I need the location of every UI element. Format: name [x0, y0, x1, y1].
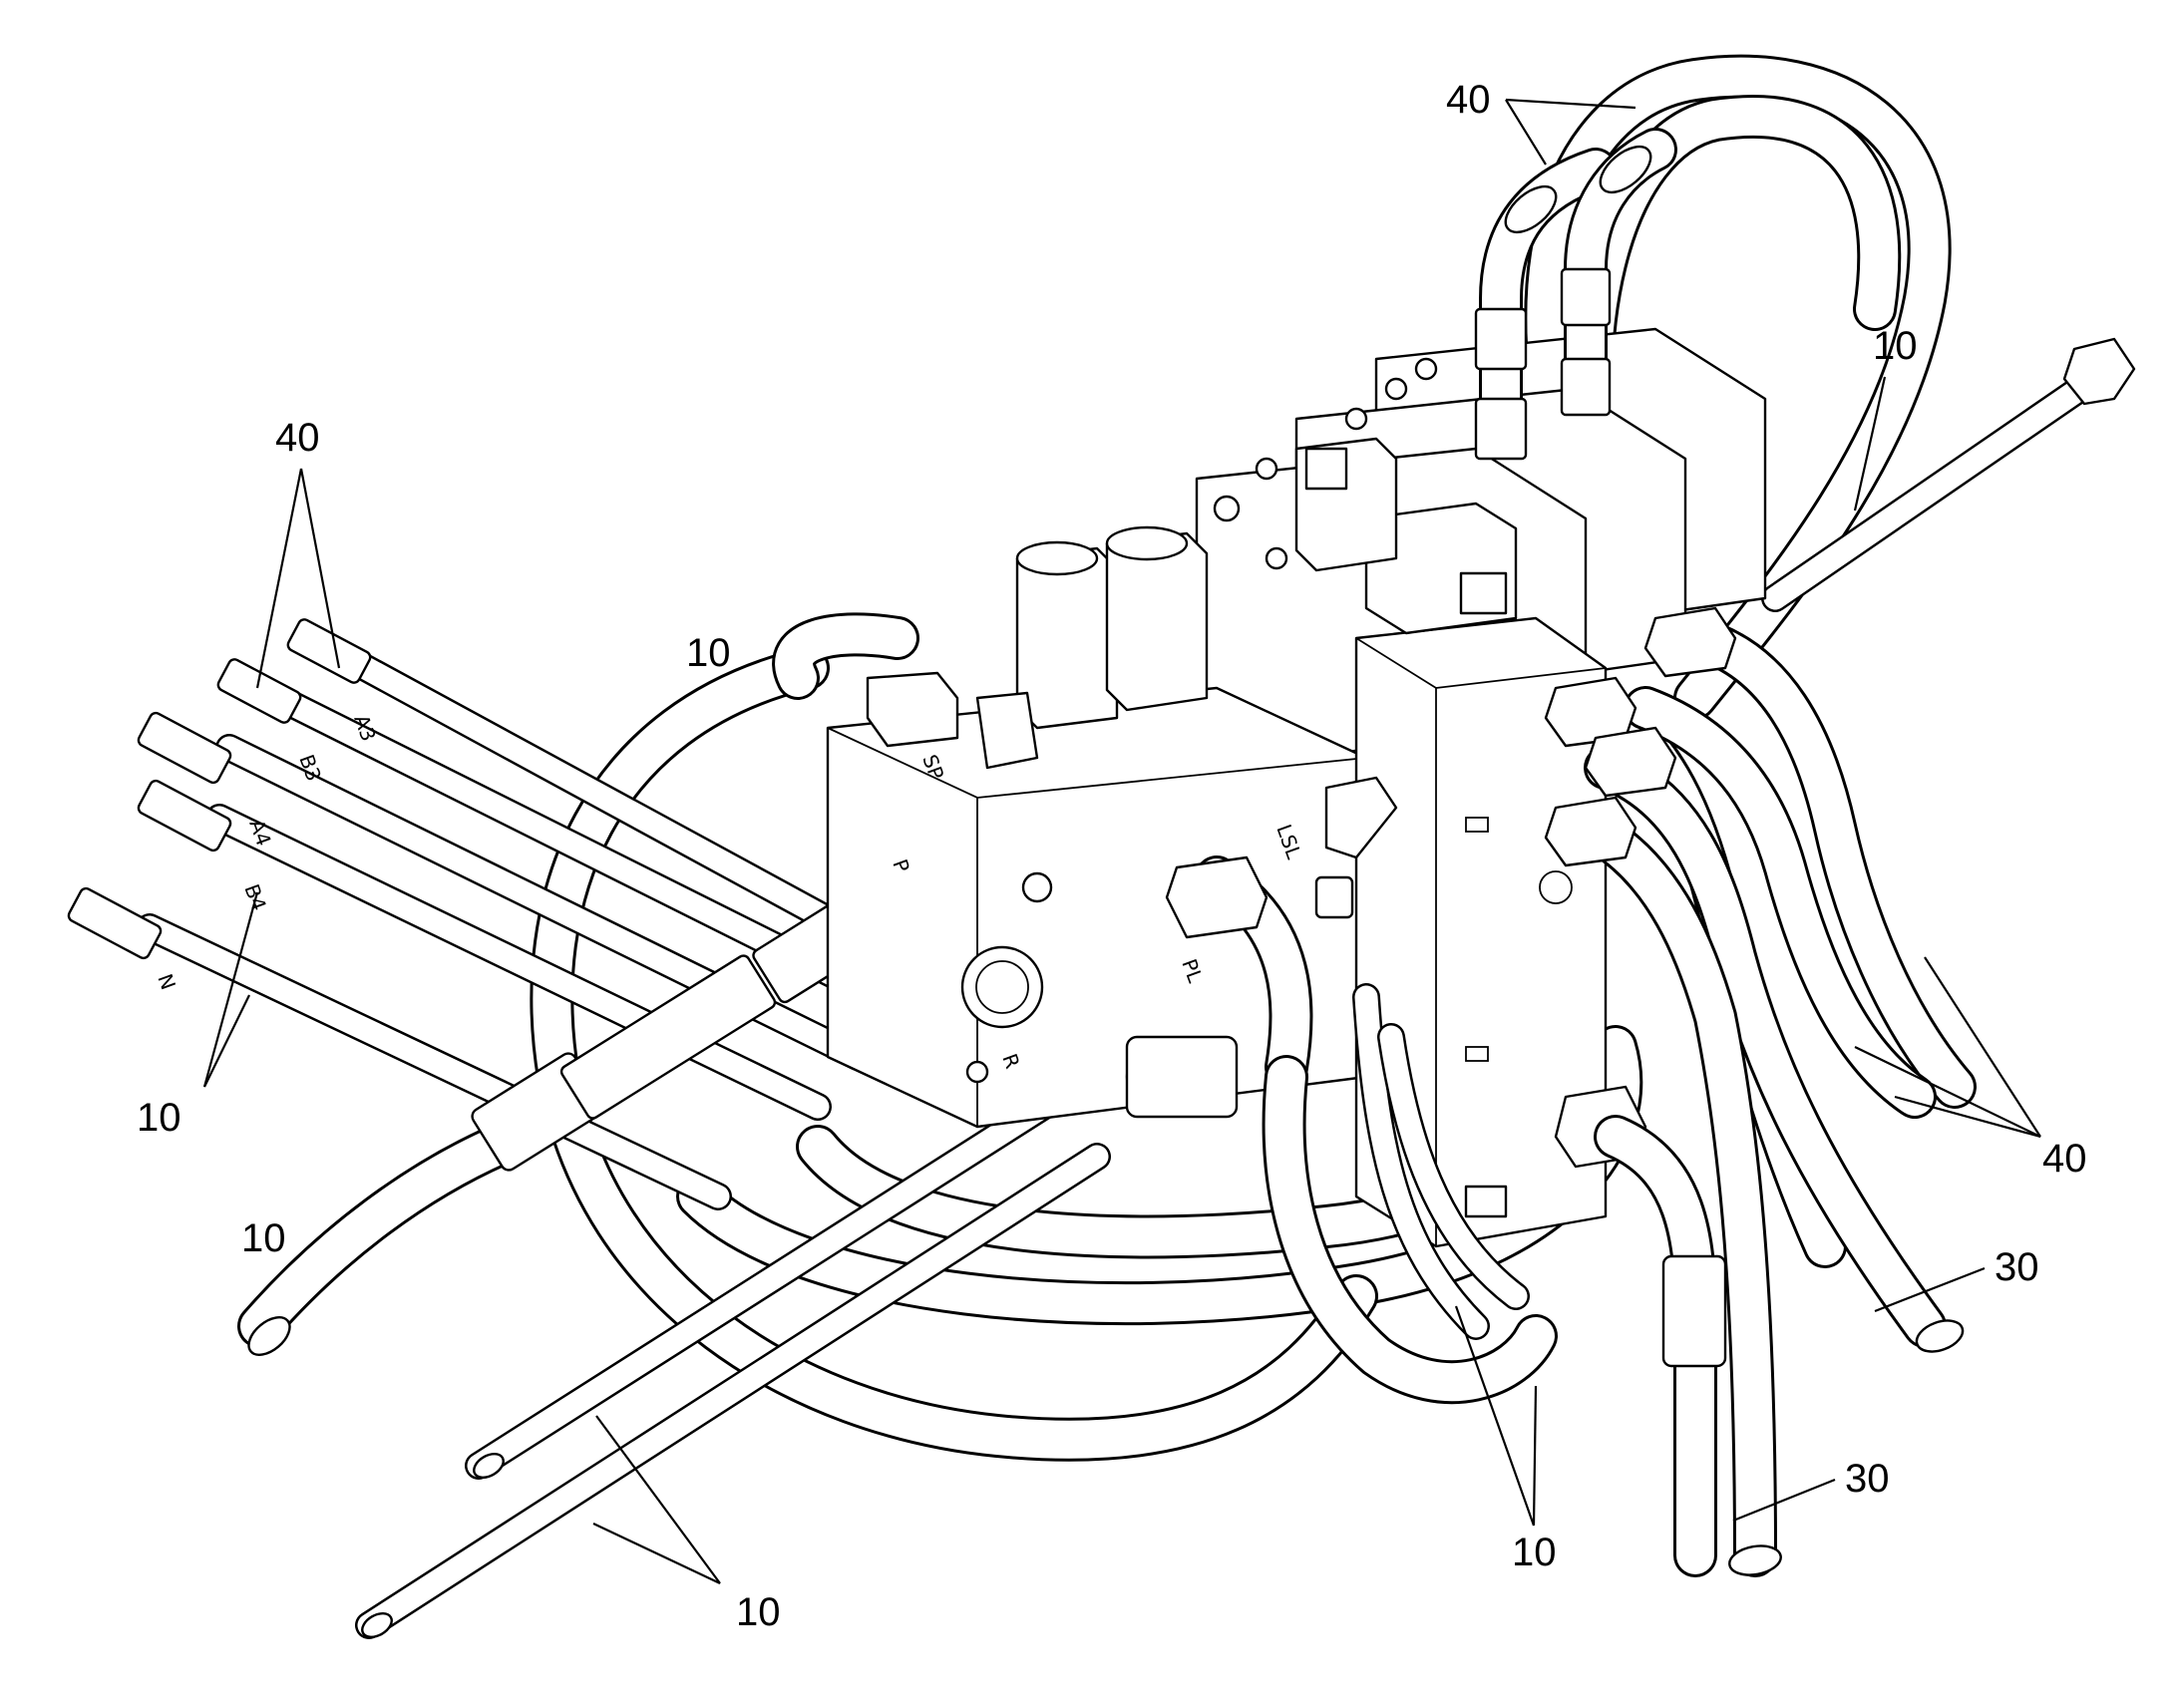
main-inlet-hose — [237, 890, 884, 1356]
valve-block-assembly: P PL LSL SP R — [826, 327, 1767, 1248]
callout-10-lowerleft: 10 — [241, 1216, 286, 1260]
svg-text:40: 40 — [275, 416, 320, 460]
callout-10-bottomleft: 10 — [592, 1415, 781, 1634]
callout-30-right: 30 — [1874, 1245, 2039, 1313]
svg-text:40: 40 — [2042, 1137, 2087, 1181]
fittings-and-hoses — [361, 128, 2136, 1638]
svg-text:10: 10 — [686, 631, 731, 675]
callouts: 40 10 40 10 10 10 4 — [137, 78, 2087, 1634]
svg-text:10: 10 — [1873, 324, 1918, 368]
svg-text:10: 10 — [736, 1590, 781, 1634]
svg-text:30: 30 — [1995, 1245, 2039, 1289]
svg-text:40: 40 — [1446, 78, 1491, 122]
callout-40-top: 40 — [1446, 78, 1636, 166]
callout-10-topright: 10 — [1853, 324, 1918, 512]
svg-text:10: 10 — [1512, 1531, 1557, 1574]
callout-30-bottom: 30 — [1732, 1457, 1890, 1523]
svg-text:N: N — [153, 971, 181, 993]
callout-40-left: 40 — [255, 416, 341, 689]
callout-10-left: 10 — [137, 891, 259, 1140]
callout-10-bottomcenter: 10 — [1454, 1305, 1557, 1574]
svg-text:10: 10 — [137, 1096, 182, 1140]
callout-10-upperleft: 10 — [686, 631, 731, 675]
callout-40-right: 40 — [1854, 956, 2087, 1181]
vertical-section-block — [1354, 616, 1608, 1248]
svg-text:10: 10 — [241, 1216, 286, 1260]
svg-text:30: 30 — [1845, 1457, 1890, 1501]
